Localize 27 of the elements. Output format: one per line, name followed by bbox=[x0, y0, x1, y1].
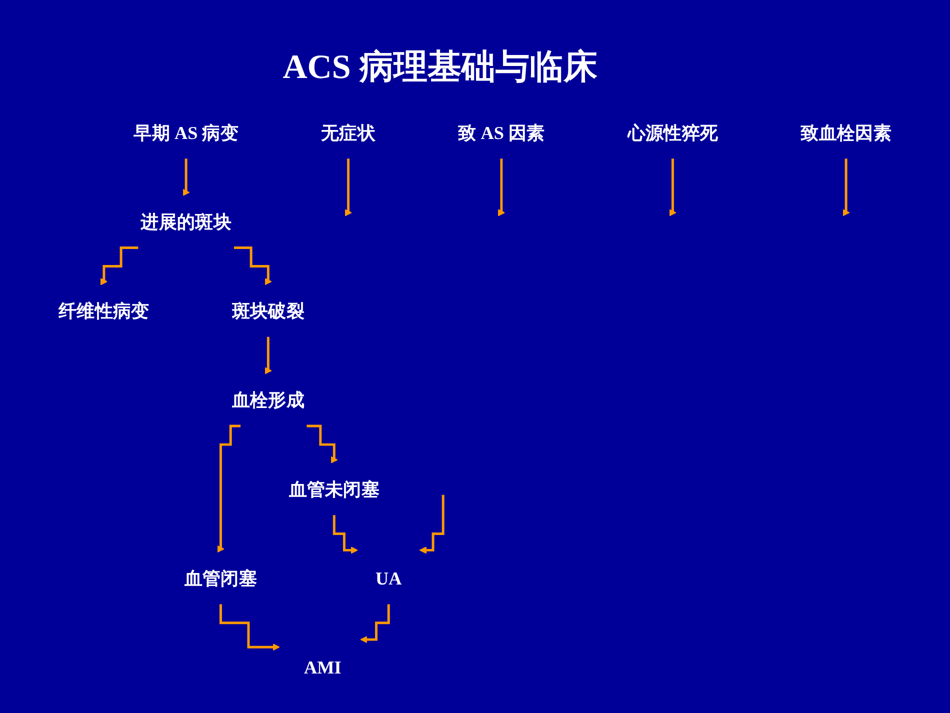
step-text: 血栓形成 bbox=[232, 390, 304, 410]
arrow bbox=[344, 157, 352, 216]
step-text: 进展的斑块 bbox=[140, 211, 232, 232]
step-text: 血管闭塞 bbox=[184, 568, 258, 589]
arrow bbox=[217, 424, 240, 553]
arrow bbox=[842, 157, 850, 216]
step-text: 早期 AS 病变 bbox=[134, 122, 239, 143]
arrow bbox=[306, 424, 338, 464]
title: ACS 病理基础与临床 bbox=[282, 48, 598, 88]
step-text: UA bbox=[376, 568, 402, 589]
step-text: 血管未闭塞 bbox=[288, 478, 380, 500]
arrow bbox=[498, 157, 506, 216]
step-text: 致血栓因素 bbox=[800, 122, 892, 143]
arrow bbox=[264, 336, 272, 374]
step-text: AMI bbox=[304, 657, 342, 678]
arrow bbox=[332, 514, 358, 554]
step-text: 无症状 bbox=[321, 122, 376, 143]
arrow bbox=[419, 494, 444, 554]
arrow bbox=[219, 603, 280, 651]
arrow bbox=[669, 157, 676, 216]
arrow bbox=[360, 603, 390, 644]
arrow bbox=[100, 246, 138, 286]
arrow bbox=[234, 246, 272, 286]
step-text: 斑块破裂 bbox=[232, 300, 304, 322]
arrow bbox=[182, 157, 190, 196]
step-text: 纤维性病变 bbox=[58, 300, 150, 322]
step-text: 致 AS 因素 bbox=[458, 122, 545, 143]
